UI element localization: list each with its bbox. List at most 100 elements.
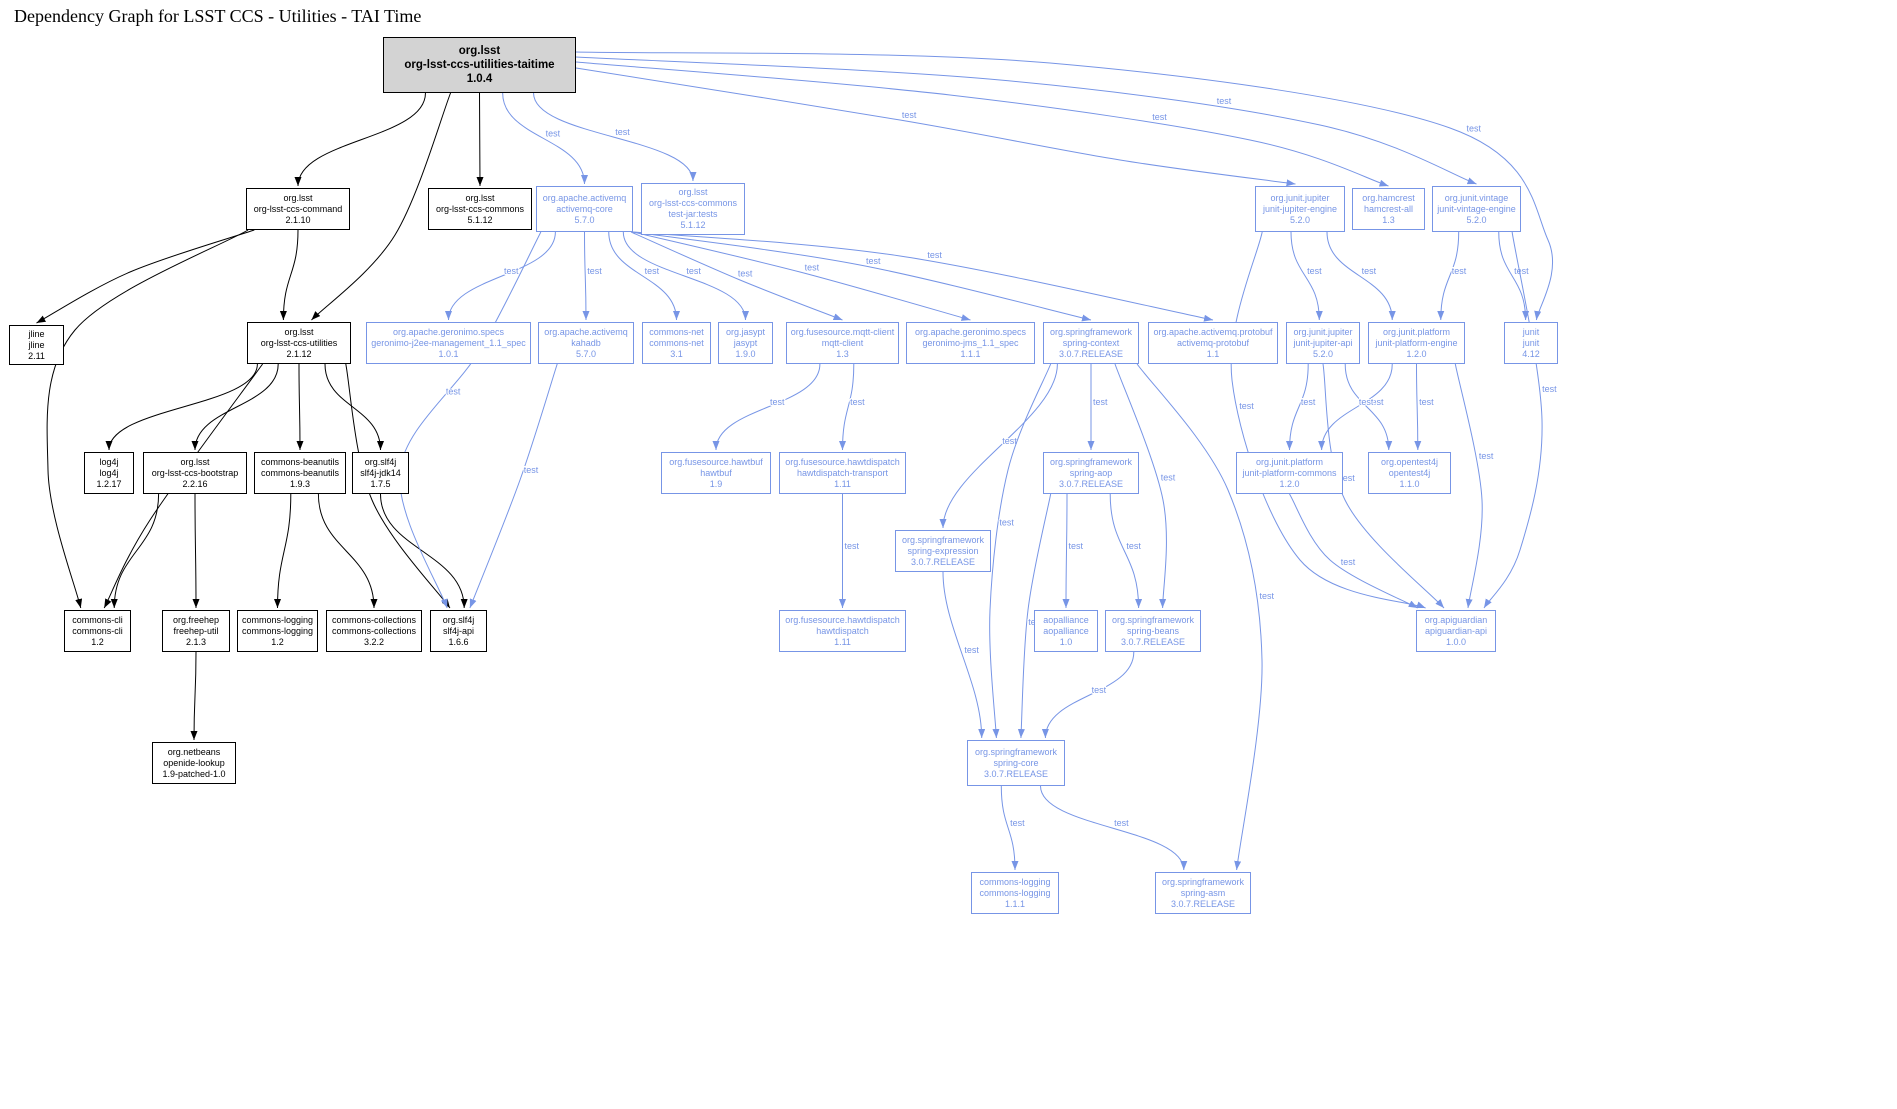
node-text-line: org-lsst-ccs-command bbox=[253, 203, 343, 214]
edge-junit-vintage-engine--junit-platform-engine bbox=[1437, 231, 1460, 321]
node-text-line: 1.9 bbox=[709, 478, 723, 489]
node-text-line: aopalliance bbox=[1043, 614, 1089, 625]
node-text-line: commons-logging bbox=[979, 876, 1051, 887]
node-text-line: commons-cli bbox=[72, 614, 123, 625]
edge-scope-label: test bbox=[1369, 397, 1384, 407]
node-text-line: org.opentest4j bbox=[1380, 456, 1439, 467]
edge-junit-platform-engine--junit-platform-commons bbox=[1318, 363, 1393, 451]
node-text-line: org.apache.activemq bbox=[542, 192, 627, 203]
edge-scope-label: test bbox=[1340, 473, 1355, 483]
edge-taitime--activemq-core bbox=[502, 92, 588, 185]
edge-activemq-core--commons-net bbox=[608, 231, 680, 321]
node-text-line: org.fusesource.hawtbuf bbox=[669, 456, 763, 467]
node-text-line: 5.7.0 bbox=[575, 348, 597, 359]
node-text-line: hawtbuf bbox=[700, 467, 732, 478]
edge-scope-label: test bbox=[902, 110, 917, 120]
edge-scope-label: test bbox=[1341, 557, 1356, 567]
edge-scope-label: test bbox=[446, 386, 461, 396]
node-text-line: 1.6.6 bbox=[448, 636, 469, 647]
edge-scope-label: test bbox=[866, 256, 881, 266]
edge-activemq-core--activemq-protobuf bbox=[632, 231, 1214, 322]
edge-activemq-core--jasypt bbox=[622, 231, 749, 321]
node-text-line: org.slf4j bbox=[442, 614, 475, 625]
node-text-line: commons-beanutils bbox=[260, 456, 340, 467]
edge-scope-label: test bbox=[615, 127, 630, 137]
node-text-line: 1.11 bbox=[834, 636, 851, 647]
node-text-line: apiguardian-api bbox=[1424, 625, 1488, 636]
graph-title: Dependency Graph for LSST CCS - Utilitie… bbox=[14, 6, 422, 26]
edge-scope-label: test bbox=[1010, 818, 1025, 828]
edge-scope-label: test bbox=[524, 465, 539, 475]
edge-junit-jupiter-api--apiguardian bbox=[1322, 363, 1445, 609]
edge-scope-label: test bbox=[1467, 124, 1482, 134]
node-text-line: hamcrest-all bbox=[1363, 203, 1413, 214]
edge-scope-label: test bbox=[1217, 96, 1232, 106]
node-text-line: freehep-util bbox=[173, 625, 219, 636]
node-text-line: 5.2.0 bbox=[1289, 214, 1311, 225]
edge-spring-expression--spring-core bbox=[942, 571, 986, 739]
node-text-line: 1.2.0 bbox=[1279, 478, 1300, 489]
node-text-line: 3.2.2 bbox=[363, 636, 385, 647]
node-text-line: org.lsst bbox=[283, 192, 313, 203]
edge-activemq-core--geronimo-j2ee bbox=[445, 231, 556, 321]
edge-commons-beanutils--commons-collections bbox=[317, 493, 378, 609]
node-text-line: mqtt-client bbox=[821, 337, 864, 348]
edge-spring-aop--aopalliance bbox=[1062, 493, 1070, 609]
node-text-line: junit bbox=[1522, 337, 1540, 348]
node-text-line: junit-platform-engine bbox=[1375, 337, 1458, 348]
node-text-line: 1.0.1 bbox=[438, 348, 459, 359]
node-text-line: commons-collections bbox=[331, 625, 417, 636]
node-text-line: org.springframework bbox=[974, 746, 1058, 757]
edge-taitime--ccs-command bbox=[294, 92, 426, 187]
node-text-line: org.junit.vintage bbox=[1444, 192, 1509, 203]
edge-freehep-util--openide-lookup bbox=[190, 651, 198, 741]
edge-scope-label: test bbox=[1362, 266, 1377, 276]
edge-junit-jupiter-api--opentest4j bbox=[1344, 363, 1393, 451]
node-text-line: junit-jupiter-engine bbox=[1262, 203, 1338, 214]
node-text-line: 1.2 bbox=[271, 636, 284, 647]
edge-mqtt-client--hawtdispatch-transport bbox=[839, 363, 855, 451]
node-text-line: commons-logging bbox=[979, 887, 1051, 898]
edge-taitime--hamcrest-all bbox=[575, 61, 1389, 187]
edge-scope-label: test bbox=[999, 517, 1014, 527]
edge-ccs-utilities--commons-cli bbox=[103, 363, 264, 609]
node-text-line: org.junit.jupiter bbox=[1270, 192, 1330, 203]
node-text-line: 1.0.4 bbox=[466, 73, 493, 85]
edge-junit-jupiter-engine--junit-platform-engine bbox=[1326, 231, 1396, 321]
node-text-line: 1.9-patched-1.0 bbox=[162, 768, 226, 779]
node-text-line: aopalliance bbox=[1043, 625, 1089, 636]
node-text-line: 1.3 bbox=[836, 348, 849, 359]
node-text-line: opentest4j bbox=[1388, 467, 1431, 478]
node-text-line: 3.1 bbox=[670, 348, 683, 359]
node-text-line: 1.0 bbox=[1059, 636, 1073, 647]
node-text-line: junit-platform-commons bbox=[1242, 467, 1337, 478]
node-text-line: org.junit.platform bbox=[1382, 326, 1451, 337]
node-text-line: org.springframework bbox=[1161, 876, 1245, 887]
node-text-line: 5.1.12 bbox=[467, 214, 493, 225]
edge-ccs-bootstrap--freehep-util bbox=[192, 493, 200, 609]
node-text-line: 3.0.7.RELEASE bbox=[910, 556, 976, 567]
node-text-line: org-lsst-ccs-utilities-taitime bbox=[404, 59, 555, 71]
node-text-line: commons-cli bbox=[72, 625, 123, 636]
node-text-line: org.springframework bbox=[1049, 456, 1133, 467]
edge-ccs-utilities--slf4j-jdk14 bbox=[324, 363, 384, 451]
edge-scope-label: test bbox=[1419, 397, 1434, 407]
edge-ccs-command--jline bbox=[36, 229, 255, 324]
node-text-line: 4.12 bbox=[1522, 348, 1540, 359]
node-text-line: org.hamcrest bbox=[1362, 192, 1415, 203]
